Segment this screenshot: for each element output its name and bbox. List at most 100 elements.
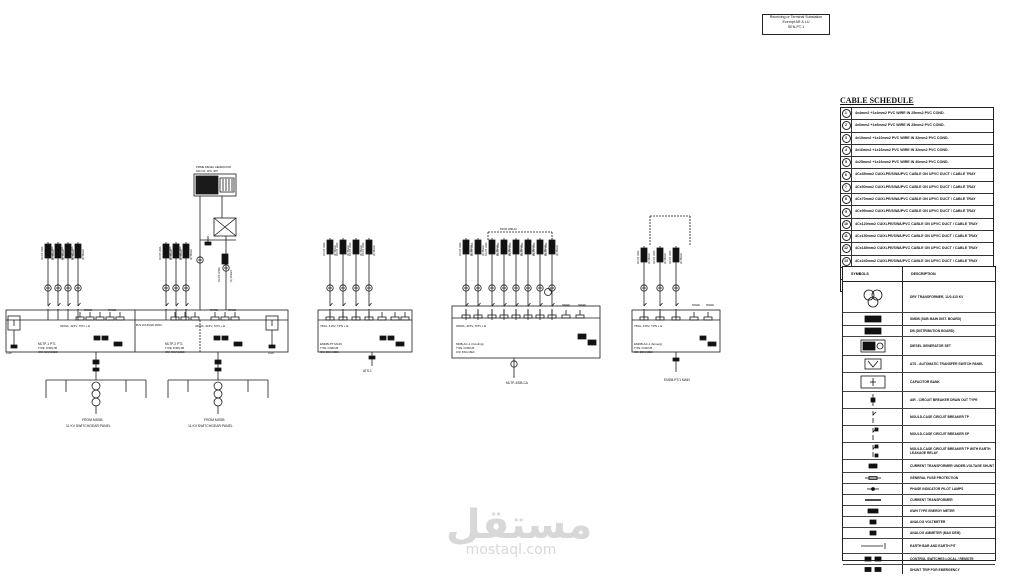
diagram-label: SPARE xyxy=(108,309,116,312)
diagram-label: (3) 95mm² xyxy=(62,249,65,260)
box xyxy=(577,333,587,340)
legend-symbol-cell xyxy=(843,337,903,355)
diagram-label: ICW: 50KA/1SEC xyxy=(38,351,58,354)
legend-symbol-cell xyxy=(843,517,903,527)
cable-number-cell: 7 xyxy=(841,181,852,194)
diagram-label: (3) 95mm² xyxy=(556,245,559,256)
diagram-label: MCCB 100A xyxy=(362,242,365,256)
wire xyxy=(342,302,346,307)
box xyxy=(561,314,571,319)
box xyxy=(92,367,100,372)
diagram-label: BUS COUPLER 2500A xyxy=(136,324,162,327)
diagram-label: ICW: 50KA/1SEC xyxy=(165,351,185,354)
cable-number-cell: 5 xyxy=(841,157,852,169)
legend-row: DIESEL GENERATOR SET xyxy=(843,337,995,356)
box xyxy=(575,314,585,319)
legend-description: CONTROL SWITCHES LOCAL / REMOTE xyxy=(910,557,974,561)
cable-schedule-title: CABLE SCHEDULE xyxy=(840,96,914,105)
diagram-label: MLTP-4/DB-CA xyxy=(506,381,529,385)
cable-number-circle: 4 xyxy=(841,146,851,156)
box xyxy=(462,239,470,255)
capbank-icon xyxy=(860,375,885,389)
diagram-label: MCCB 100A xyxy=(71,246,74,260)
diagram-label: MLTP-2 PT1 xyxy=(165,342,183,346)
legend-symbol-cell xyxy=(843,473,903,483)
cable-number-circle: 13 xyxy=(841,256,851,266)
cable-description: 4Cx50mm2 CU/XLPE/SWA/PVC CABLE ON UPVC D… xyxy=(855,184,976,189)
mccb2-icon xyxy=(872,427,878,440)
legend-row: MOULD-CASE CIRCUIT BREAKER SP xyxy=(843,426,995,443)
legend-description: MOULD-CASE CIRCUIT BREAKER TP xyxy=(910,415,969,419)
box xyxy=(377,316,387,321)
box xyxy=(105,316,115,321)
watermark-logo-text: مستقل xyxy=(446,502,593,548)
box xyxy=(92,359,100,365)
diagram-label: (3) 95mm² xyxy=(664,253,667,264)
diagram-label: EMDB-PT MAIN xyxy=(320,342,342,346)
cable-number-cell: 8 xyxy=(841,194,852,206)
box xyxy=(113,341,123,347)
legend-description: PHASE INDICATOR PILOT LAMPS xyxy=(910,487,964,491)
mccb-icon xyxy=(872,411,876,423)
box xyxy=(85,316,95,321)
legend-description: MOULD-CASE CIRCUIT BREAKER SP xyxy=(910,432,970,436)
diagram-label: (3) 95mm² xyxy=(72,249,75,260)
legend-description: CURRENT TRANSFORMER xyxy=(910,498,953,502)
box xyxy=(689,316,699,321)
node xyxy=(656,284,664,292)
legend-description: DB (DISTRIBUTION BOARD) xyxy=(910,329,955,333)
diagram-label: 11 KV SWITCHGEAR PANEL xyxy=(66,424,111,428)
diagram-label: MCCB 100A xyxy=(471,242,474,256)
cable-number-cell: 4 xyxy=(841,144,852,157)
node xyxy=(91,397,101,407)
wire xyxy=(551,302,555,307)
legend-symbol-cell xyxy=(843,528,903,538)
legend-symbol-cell xyxy=(843,313,903,325)
box xyxy=(368,355,376,360)
wire xyxy=(539,302,543,307)
cable-number-circle: 10 xyxy=(841,219,851,229)
legend-row: PHASE INDICATOR PILOT LAMPS xyxy=(843,484,995,495)
wire xyxy=(659,302,663,307)
legend-header-description: DESCRIPTION xyxy=(911,272,936,276)
node xyxy=(54,284,62,292)
wire xyxy=(77,302,81,307)
legend-row: ANALOG VOLTMETER xyxy=(843,517,995,528)
title-block-line-1: Receiving or Terminal Substation xyxy=(769,15,823,19)
diagram-label: 3200A, 415V, TPN + E xyxy=(60,324,90,328)
diagram-label: 400 KVA, 415V, 3PH xyxy=(196,170,218,173)
symbol-legend: SYMBOLS DESCRIPTION DRY TRANSFORMER, 11/… xyxy=(842,266,996,574)
multi-icon xyxy=(864,556,881,562)
legend-row: CURRENT TRANSFORMER xyxy=(843,495,995,506)
cable-description: 4x25mm2 +1x16mm2 PVC WIRE IN 40mm2 PVC C… xyxy=(855,160,949,165)
box xyxy=(326,239,334,255)
box xyxy=(75,316,85,321)
node xyxy=(74,284,82,292)
box xyxy=(213,217,237,237)
legend-description: CURRENT TRANSFORMER UNDER-VOLTAGE SHUNT xyxy=(910,464,995,468)
node xyxy=(500,284,508,292)
diagram-label: (3) 95mm² xyxy=(680,253,683,264)
earth-icon xyxy=(860,543,885,549)
diagram-label: (3) 95mm² xyxy=(347,245,350,256)
node xyxy=(339,284,347,292)
legend-row: ANALOG AMMETER (MAX DEM) xyxy=(843,528,995,539)
diagram-label: 2000A, 415V, TPN + E xyxy=(456,324,486,328)
cable-number-circle: 2 xyxy=(841,121,851,131)
diagram-label: TYPE: FORM 2B xyxy=(320,347,339,350)
box xyxy=(317,309,413,353)
box xyxy=(190,316,200,321)
node xyxy=(162,284,170,292)
box xyxy=(221,253,229,265)
node xyxy=(182,284,190,292)
node xyxy=(213,397,223,407)
diagram-label: MCCB 100A xyxy=(459,242,462,256)
node xyxy=(462,284,470,292)
diagram-label: MCCB 100A xyxy=(159,246,162,260)
box xyxy=(500,239,508,255)
v-icon xyxy=(869,519,876,525)
diagram-label: MCCB 100A xyxy=(545,242,548,256)
